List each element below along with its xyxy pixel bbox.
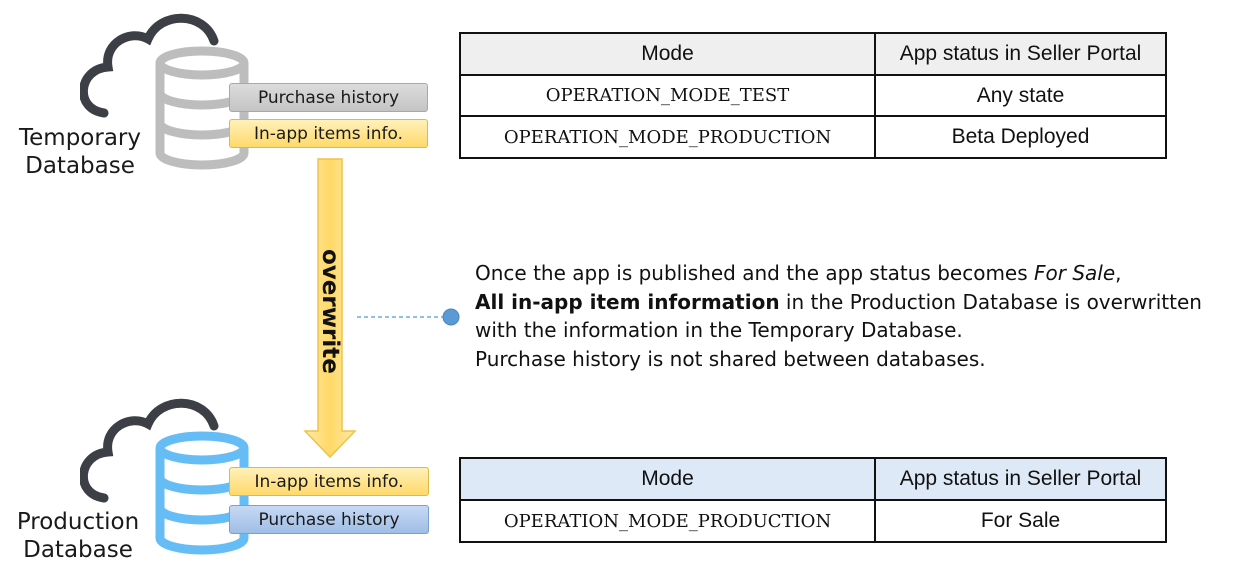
overwrite-label: overwrite — [317, 249, 343, 374]
table-row: OPERATION_MODE_PRODUCTION For Sale — [459, 499, 1167, 543]
note-line-4: Purchase history is not shared between d… — [475, 346, 986, 371]
header-app-status: App status in Seller Portal — [874, 457, 1167, 501]
status-cell: Beta Deployed — [874, 115, 1167, 159]
db-label-line-1: Production — [16, 509, 140, 535]
table-row: OPERATION_MODE_PRODUCTION Beta Deployed — [459, 115, 1167, 159]
table-row: OPERATION_MODE_TEST Any state — [459, 74, 1167, 117]
header-mode: Mode — [459, 457, 876, 501]
production-mode-table: Mode App status in Seller Portal OPERATI… — [459, 457, 1167, 543]
db-label-line-2: Database — [25, 153, 135, 179]
header-mode: Mode — [459, 32, 876, 76]
note-line-2: All in-app item information in the Produ… — [475, 289, 1202, 314]
overwrite-arrow — [303, 158, 357, 459]
production-database-label: Production Database — [8, 508, 148, 564]
production-database-icon — [80, 398, 249, 555]
note-emphasis: For Sale — [1034, 261, 1116, 285]
temporary-database-label: Temporary Database — [10, 124, 150, 180]
temporary-purchase-history-tag: Purchase history — [229, 83, 428, 112]
mode-cell: OPERATION_MODE_PRODUCTION — [459, 115, 876, 159]
cloud-icon — [80, 398, 219, 503]
db-label-line-1: Temporary — [19, 125, 141, 151]
cloud-icon — [80, 13, 219, 118]
table-header-row: Mode App status in Seller Portal — [459, 32, 1167, 76]
connector-line — [357, 308, 460, 326]
table-header-row: Mode App status in Seller Portal — [459, 457, 1167, 501]
mode-cell: OPERATION_MODE_TEST — [459, 74, 876, 117]
connector-dot — [442, 308, 460, 326]
temporary-database-icon — [80, 13, 249, 170]
production-in-app-items-tag: In-app items info. — [229, 467, 429, 496]
production-purchase-history-tag: Purchase history — [229, 505, 429, 534]
note-line-3: with the information in the Temporary Da… — [475, 318, 963, 342]
temporary-mode-table: Mode App status in Seller Portal OPERATI… — [459, 32, 1167, 159]
note-line-1: Once the app is published and the app st… — [475, 261, 1122, 285]
status-cell: For Sale — [874, 499, 1167, 543]
mode-cell: OPERATION_MODE_PRODUCTION — [459, 499, 876, 543]
note-bold: All in-app item information — [475, 289, 780, 314]
db-label-line-2: Database — [23, 537, 133, 563]
status-cell: Any state — [874, 74, 1167, 117]
explanation-note: Once the app is published and the app st… — [475, 259, 1245, 373]
header-app-status: App status in Seller Portal — [874, 32, 1167, 76]
temporary-in-app-items-tag: In-app items info. — [229, 119, 428, 148]
